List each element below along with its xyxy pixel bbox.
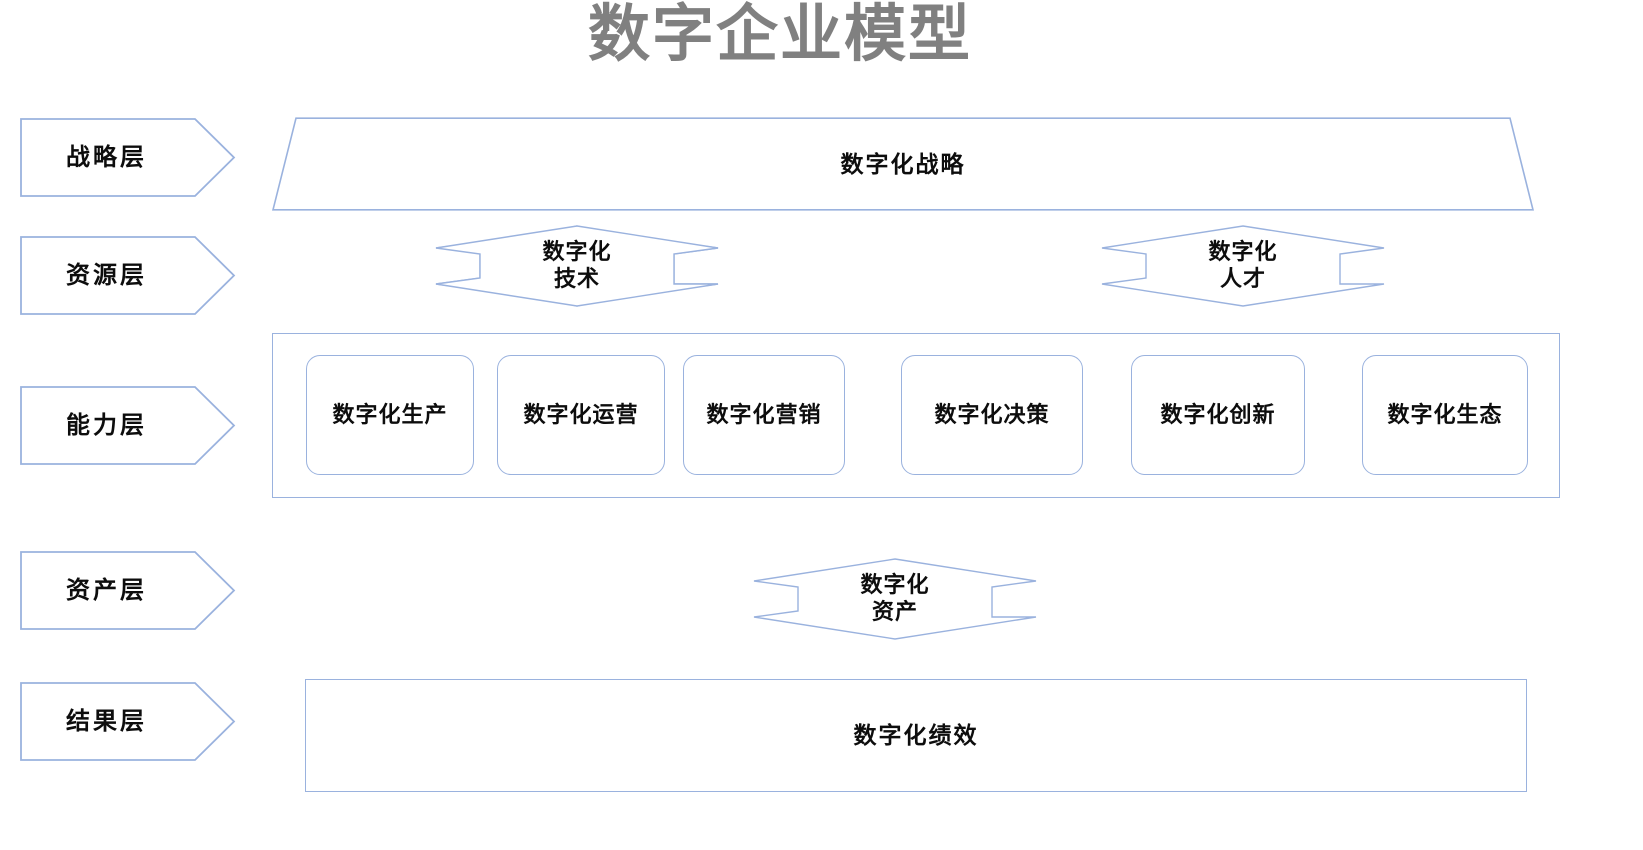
capability-label: 数字化创新 bbox=[1160, 401, 1276, 427]
capability-container: 数字化生产 数字化运营 数字化营销 数字化决策 数字化创新 数字化生态 bbox=[272, 333, 1560, 498]
page-title: 数字企业模型 bbox=[587, 0, 972, 69]
asset-digital-assets[interactable]: 数字化 资产 bbox=[752, 557, 1038, 641]
pentagon-shape bbox=[20, 682, 236, 761]
capability-label: 数字化决策 bbox=[934, 401, 1050, 427]
pentagon-shape bbox=[20, 118, 236, 197]
capability-box[interactable]: 数字化决策 bbox=[901, 355, 1083, 475]
capability-box[interactable]: 数字化生产 bbox=[306, 355, 474, 475]
strategy-banner[interactable]: 数字化战略 bbox=[272, 117, 1534, 211]
capability-box[interactable]: 数字化营销 bbox=[683, 355, 845, 475]
double-arrow-shape bbox=[434, 224, 720, 308]
resource-digital-technology[interactable]: 数字化 技术 bbox=[434, 224, 720, 308]
pentagon-shape bbox=[20, 386, 236, 465]
results-banner[interactable]: 数字化绩效 bbox=[305, 679, 1527, 792]
pentagon-shape bbox=[20, 236, 236, 315]
layer-label-strategy[interactable]: 战略层 bbox=[20, 118, 236, 197]
double-arrow-shape bbox=[752, 557, 1038, 641]
layer-label-resource[interactable]: 资源层 bbox=[20, 236, 236, 315]
results-banner-text: 数字化绩效 bbox=[853, 722, 979, 749]
capability-label: 数字化生态 bbox=[1387, 401, 1503, 427]
capability-label: 数字化运营 bbox=[523, 401, 639, 427]
capability-box[interactable]: 数字化生态 bbox=[1362, 355, 1528, 475]
capability-box[interactable]: 数字化创新 bbox=[1131, 355, 1305, 475]
pentagon-shape bbox=[20, 551, 236, 630]
trapezoid-shape bbox=[272, 117, 1534, 211]
layer-label-capability[interactable]: 能力层 bbox=[20, 386, 236, 465]
capability-label: 数字化营销 bbox=[706, 401, 822, 427]
layer-label-asset[interactable]: 资产层 bbox=[20, 551, 236, 630]
layer-label-result[interactable]: 结果层 bbox=[20, 682, 236, 761]
double-arrow-shape bbox=[1100, 224, 1386, 308]
resource-digital-talent[interactable]: 数字化 人才 bbox=[1100, 224, 1386, 308]
capability-label: 数字化生产 bbox=[332, 401, 448, 427]
capability-box[interactable]: 数字化运营 bbox=[497, 355, 665, 475]
